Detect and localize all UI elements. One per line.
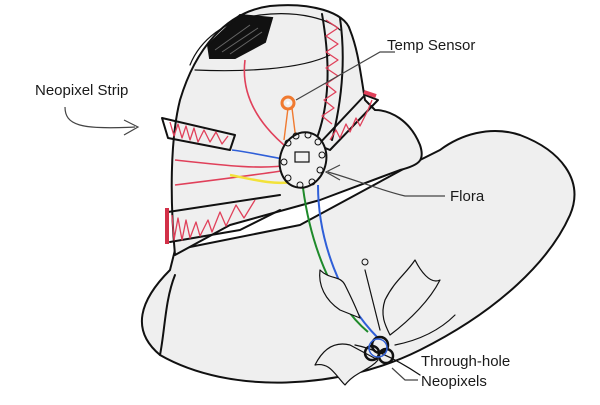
label-temp-sensor: Temp Sensor [387, 37, 476, 54]
neopixel-strip-left [161, 117, 236, 151]
flora-leader [327, 171, 445, 197]
neopixel-strip-arrow [64, 106, 136, 129]
neopixel-strip-lower [165, 194, 281, 244]
hat-brim [141, 129, 576, 384]
through-hole-neopixels [363, 335, 395, 365]
wire-green [302, 187, 369, 333]
wire-red-lower [174, 169, 289, 186]
leader-lines [64, 51, 445, 381]
temp-sensor [280, 95, 296, 111]
neopixel-strip-arrowhead [123, 119, 140, 136]
wire-blue-down [317, 184, 379, 339]
label-through-hole: Through-hole [421, 353, 511, 370]
flora-arrowhead [324, 164, 341, 181]
label-neopixels: Neopixels [421, 373, 487, 390]
top-patch [206, 13, 274, 59]
temp-sensor-leader [295, 51, 395, 101]
wire-red-top [243, 59, 291, 151]
flora-board [278, 131, 328, 189]
label-flora: Flora [450, 188, 485, 205]
holly-leaves [314, 258, 456, 386]
through-hole-leader [391, 367, 418, 381]
hat-crown [170, 4, 423, 256]
label-neopixel-strip: Neopixel Strip [35, 82, 129, 99]
